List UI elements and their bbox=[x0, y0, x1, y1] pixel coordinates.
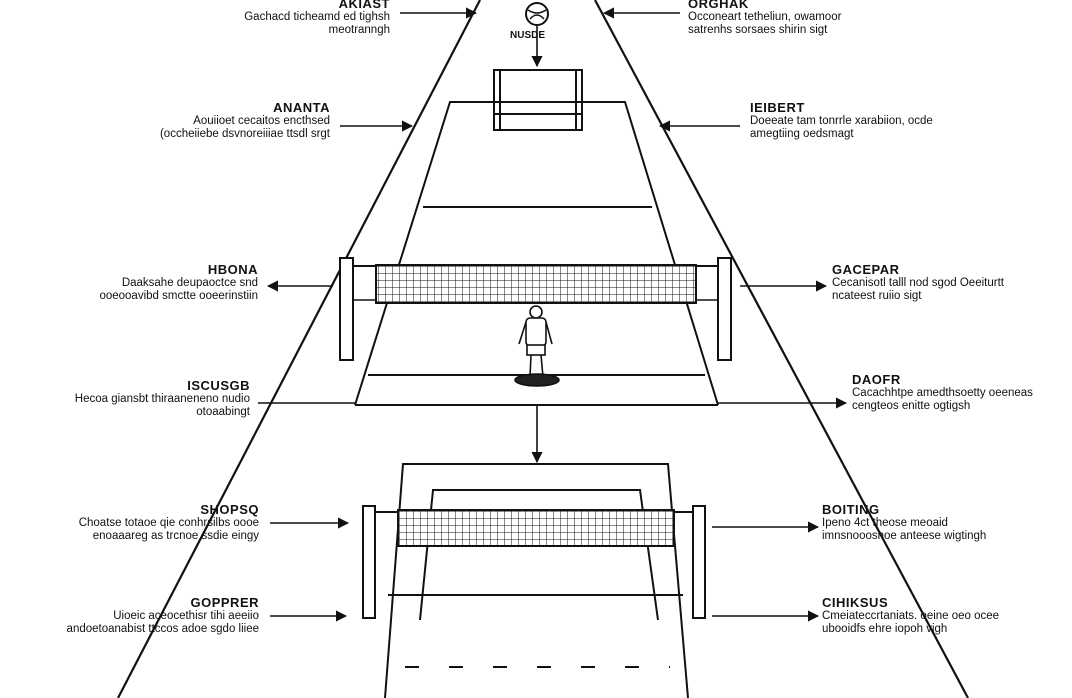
callout-left-5: GOPPRER Uioeic aceocethisr tihi aeeiio a… bbox=[64, 595, 259, 636]
callout-right-5: CIHIKSUS Cmeiateccrtaniats. oeine oeo oc… bbox=[822, 595, 1012, 636]
callout-desc: Cmeiateccrtaniats. oeine oeo ocee ubooid… bbox=[822, 610, 1000, 635]
callout-left-2: HBONA Daaksahe deupaoctce snd ooeooavibd… bbox=[70, 262, 258, 303]
goal-frame bbox=[493, 69, 583, 131]
callout-right-1: IEIBERT Doeeate tam tonrrle xarabiion, o… bbox=[750, 100, 935, 141]
callout-arrows bbox=[258, 7, 848, 622]
callout-title: ORGHAK bbox=[688, 0, 749, 11]
callout-desc: Gachacd ticheamd ed tighsh meotranngh bbox=[244, 11, 390, 36]
callout-desc: Cacachhtpe amedthsoetty oeeneas cengteos… bbox=[852, 387, 1033, 412]
callout-desc: Hecoa giansbt thiraaneneno nudio otoaabi… bbox=[74, 393, 250, 418]
lower-court-inner bbox=[419, 489, 659, 621]
player-figure bbox=[514, 305, 560, 387]
ball-icon bbox=[525, 2, 549, 26]
callout-desc: Cecanisotl talll nod sgod Oeeiturtt ncat… bbox=[832, 277, 1004, 302]
upper-court bbox=[354, 101, 719, 406]
callout-right-3: DAOFR Cacachhtpe amedthsoetty oeeneas ce… bbox=[852, 372, 1042, 413]
upper-net bbox=[339, 257, 732, 361]
callout-title: HBONA bbox=[207, 262, 258, 277]
upper-net-mesh bbox=[375, 264, 697, 304]
callout-desc: Choatse totaoe qie conhrsilbs oooe enoaa… bbox=[78, 517, 259, 542]
outer-perspective-lines bbox=[117, 0, 969, 698]
upper-court-boundary bbox=[354, 101, 719, 406]
callout-desc: Aouiioet cecaitos encthsed (occheiiebe d… bbox=[159, 115, 330, 140]
callout-left-3: ISCUSGB Hecoa giansbt thiraaneneno nudio… bbox=[50, 378, 250, 419]
outer-left-line bbox=[117, 0, 481, 698]
callout-top-left: AKIAST Gachacd ticheamd ed tighsh meotra… bbox=[210, 0, 390, 37]
callout-left-4: SHOPSQ Choatse totaoe qie conhrsilbs ooo… bbox=[64, 502, 259, 543]
lower-court bbox=[384, 463, 689, 698]
lower-net-mesh bbox=[397, 509, 675, 547]
callout-title: SHOPSQ bbox=[200, 502, 259, 517]
callout-title: IEIBERT bbox=[750, 100, 805, 115]
upper-net-post-left bbox=[339, 257, 354, 361]
callout-desc: Doeeate tam tonrrle xarabiion, ocde ameg… bbox=[750, 115, 933, 140]
callout-title: ANANTA bbox=[273, 100, 330, 115]
callout-title: CIHIKSUS bbox=[822, 595, 889, 610]
callout-left-1: ANANTA Aouiioet cecaitos encthsed (ocche… bbox=[140, 100, 330, 141]
callout-right-2: GACEPAR Cecanisotl talll nod sgod Oeeitu… bbox=[832, 262, 1017, 303]
lower-court-boundary bbox=[384, 463, 689, 698]
ball-label: NUSDE bbox=[510, 30, 546, 41]
lower-net-post-left bbox=[362, 505, 376, 619]
callout-desc: Occoneart tetheliun, owamoor satrenhs so… bbox=[688, 11, 842, 36]
callout-desc: Daaksahe deupaoctce snd ooeooavibd smctt… bbox=[99, 277, 258, 302]
callout-title: GOPPRER bbox=[190, 595, 259, 610]
callout-title: ISCUSGB bbox=[187, 378, 250, 393]
callout-right-4: BOITING Ipeno 4ct theose meoaid imnsnooo… bbox=[822, 502, 1012, 543]
lower-net bbox=[362, 505, 706, 619]
callout-title: GACEPAR bbox=[832, 262, 900, 277]
callout-title: DAOFR bbox=[852, 372, 901, 387]
callout-title: BOITING bbox=[822, 502, 880, 517]
upper-net-post-right bbox=[717, 257, 732, 361]
player-shadow bbox=[514, 373, 560, 387]
callout-desc: Ipeno 4ct theose meoaid imnsnoooshoe ant… bbox=[822, 517, 987, 542]
callout-desc: Uioeic aceocethisr tihi aeeiio andoetoan… bbox=[66, 610, 259, 635]
callout-top-right: ORGHAK Occoneart tetheliun, owamoor satr… bbox=[688, 0, 858, 37]
outer-right-line bbox=[594, 0, 969, 698]
goal-outer bbox=[493, 69, 583, 131]
lower-net-post-right bbox=[692, 505, 706, 619]
callout-title: AKIAST bbox=[338, 0, 390, 11]
